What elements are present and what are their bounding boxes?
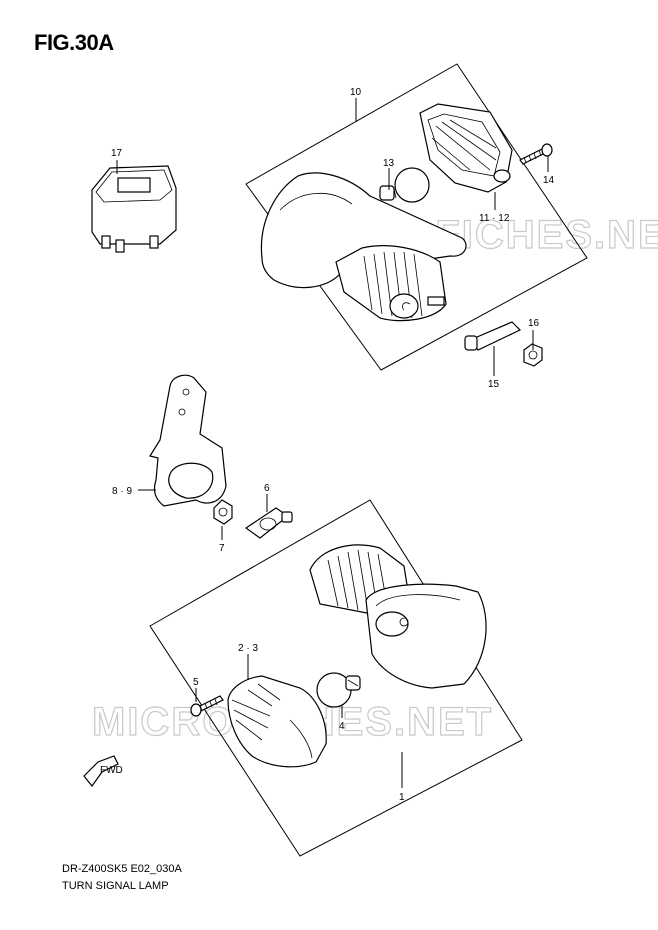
bulb-13 [379, 167, 430, 203]
callout-7: 7 [219, 543, 225, 554]
callout-13: 13 [383, 158, 395, 169]
callout-6: 6 [264, 483, 270, 494]
grommet-7 [213, 499, 233, 525]
callout-11-12: 11 · 12 [479, 213, 510, 224]
bracket-8-9 [149, 374, 227, 507]
lens-2-3 [227, 675, 327, 768]
callout-1: 1 [399, 792, 405, 803]
nut-16 [523, 343, 543, 367]
callout-8-9: 8 · 9 [112, 486, 132, 497]
screw-14 [519, 143, 553, 165]
screw-5 [190, 695, 224, 717]
plate-6 [244, 507, 293, 539]
callout-2-3: 2 · 3 [238, 643, 258, 654]
fwd-direction-arrow: FWD [83, 755, 123, 787]
callout-5: 5 [193, 677, 199, 688]
lamp-body-lower [309, 544, 487, 689]
callout-4: 4 [339, 721, 345, 732]
fwd-label: FWD [100, 765, 123, 776]
lens-housing-11-12 [419, 103, 513, 193]
figure-title: FIG.30A [34, 30, 114, 55]
lamp-body-upper [260, 172, 467, 322]
bulb-4 [316, 672, 361, 708]
callout-17: 17 [111, 148, 123, 159]
assembly-box-10 [245, 63, 588, 371]
callout-16: 16 [528, 318, 540, 329]
callout-15: 15 [488, 379, 500, 390]
plate-15 [464, 321, 522, 351]
callouts: 10 17 13 14 11 · 12 16 15 8 · 9 6 7 2 · … [111, 87, 555, 803]
callout-14: 14 [543, 175, 555, 186]
relay-17 [91, 165, 177, 253]
assembly-box-1 [149, 499, 523, 857]
section-name: TURN SIGNAL LAMP [62, 880, 169, 892]
model-code: DR-Z400SK5 E02_030A [62, 863, 182, 875]
leader-lines [116, 98, 549, 788]
callout-10: 10 [350, 87, 362, 98]
